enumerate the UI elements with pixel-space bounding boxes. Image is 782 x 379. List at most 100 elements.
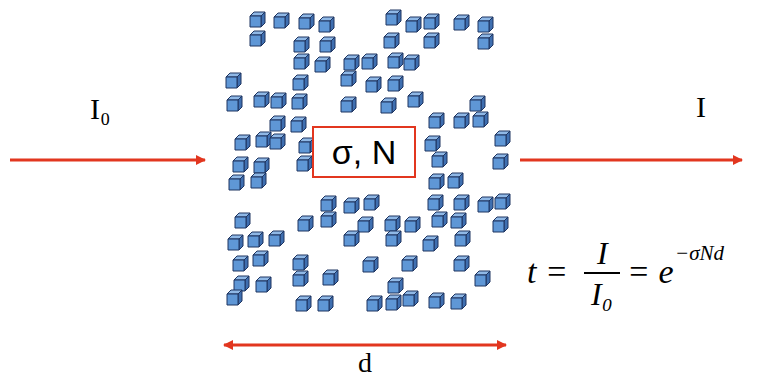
- cube-face: [377, 77, 381, 92]
- cube-face: [267, 277, 271, 292]
- cube-face: [362, 58, 373, 69]
- cube-face: [495, 198, 506, 209]
- cube-face: [321, 200, 332, 211]
- cube-face: [413, 256, 417, 271]
- cube-face: [229, 179, 240, 190]
- cube-face: [281, 134, 285, 149]
- cube-face: [274, 17, 285, 28]
- cube-face: [233, 260, 244, 271]
- intensity-label: I₀: [90, 94, 110, 124]
- cube-face: [408, 96, 419, 107]
- cube-face: [262, 173, 266, 188]
- cube-face: [484, 112, 488, 127]
- cube-face: [384, 37, 395, 48]
- incident-beam: [10, 159, 205, 162]
- cube-face: [227, 294, 238, 305]
- cube-face: [309, 216, 313, 231]
- cube-face: [352, 71, 356, 86]
- cube-face: [465, 256, 469, 271]
- cube-face: [416, 217, 420, 232]
- cube-face: [291, 121, 302, 132]
- cube-face: [415, 55, 419, 70]
- cube-face: [367, 300, 378, 311]
- parameter-box: σ, N: [312, 126, 416, 178]
- cube-face: [374, 257, 378, 272]
- transmitted-beam: [520, 159, 742, 162]
- cube-face: [259, 232, 263, 247]
- cube-face: [399, 53, 403, 68]
- cube-face: [478, 38, 489, 49]
- cube-face: [304, 255, 308, 270]
- cube-face: [369, 217, 373, 232]
- cube-face: [261, 12, 265, 27]
- cube-face: [254, 96, 265, 107]
- cube-face: [299, 18, 310, 29]
- cube-face: [399, 278, 403, 293]
- cube-face: [358, 221, 369, 232]
- cube-face: [429, 178, 440, 189]
- cube-face: [296, 300, 307, 311]
- formula-part: I: [597, 237, 608, 269]
- cube-face: [270, 138, 281, 149]
- cube-face: [425, 140, 436, 151]
- cube-face: [454, 199, 465, 210]
- cube-face: [386, 14, 397, 25]
- cube-face: [366, 81, 377, 92]
- cube-face: [238, 290, 242, 305]
- cube-face: [332, 196, 336, 211]
- cube-face: [448, 177, 459, 188]
- cube-face: [419, 92, 423, 107]
- cube-face: [355, 55, 359, 70]
- fraction-bar: [584, 272, 620, 274]
- cube-face: [454, 19, 465, 30]
- cube-face: [470, 100, 481, 111]
- cube-face: [405, 221, 416, 232]
- cube-face: [256, 136, 267, 147]
- cube-face: [440, 174, 444, 189]
- cube-face: [270, 120, 281, 131]
- cube-face: [459, 173, 463, 188]
- cube-face: [455, 235, 466, 246]
- cube-face: [396, 216, 400, 231]
- cube-face: [506, 194, 510, 209]
- cube-face: [493, 158, 504, 169]
- cube-face: [435, 14, 439, 29]
- cube-face: [285, 13, 289, 28]
- cube-face: [305, 37, 309, 52]
- cube-face: [305, 54, 309, 69]
- cube-face: [504, 154, 508, 169]
- formula-part: = e: [627, 255, 674, 289]
- cube-face: [414, 291, 418, 306]
- cube-face: [381, 102, 392, 113]
- cube-face: [355, 198, 359, 213]
- cube-face: [292, 98, 303, 109]
- cube-face: [264, 251, 268, 266]
- cube-face: [506, 131, 510, 146]
- cube-face: [344, 235, 355, 246]
- cube-face: [307, 296, 311, 311]
- cube-face: [298, 220, 309, 231]
- cube-face: [235, 217, 246, 228]
- cube-face: [404, 59, 415, 70]
- cube-face: [235, 139, 246, 150]
- cube-face: [364, 199, 375, 210]
- cube-face: [435, 33, 439, 48]
- cube-face: [462, 213, 466, 228]
- cube-face: [323, 274, 334, 285]
- cube-face: [315, 61, 326, 72]
- cube-face: [246, 135, 250, 150]
- cube-face: [294, 41, 305, 52]
- cube-face: [386, 299, 397, 310]
- cube-face: [329, 296, 333, 311]
- cube-face: [261, 31, 265, 46]
- cube-face: [481, 96, 485, 111]
- cube-face: [271, 97, 282, 108]
- cube-face: [326, 57, 330, 72]
- cube-face: [352, 97, 356, 112]
- cube-face: [265, 92, 269, 107]
- cube-face: [378, 296, 382, 311]
- cube-face: [478, 21, 489, 32]
- cube-face: [265, 158, 269, 173]
- cube-face: [465, 15, 469, 30]
